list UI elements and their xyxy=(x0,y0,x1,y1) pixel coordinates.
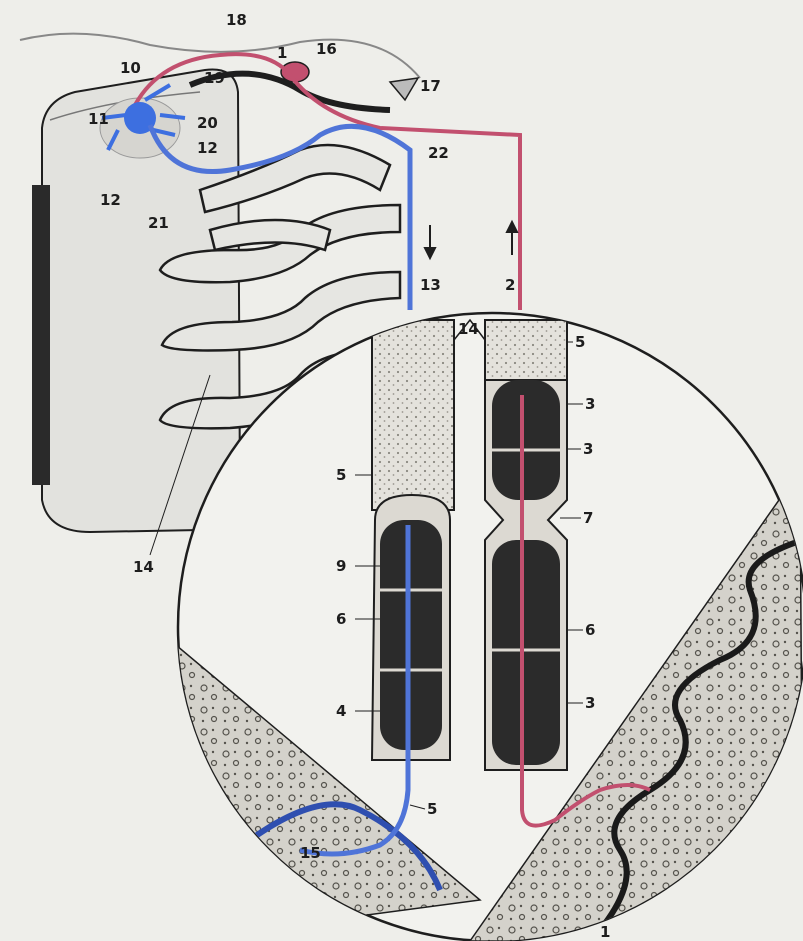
label-12-left: 12 xyxy=(100,191,121,209)
label-13: 13 xyxy=(420,276,441,294)
muscle-fiber-left xyxy=(372,320,454,760)
label-3-right-top: 3 xyxy=(585,395,595,413)
label-19: 19 xyxy=(204,69,225,87)
label-1-top: 1 xyxy=(277,44,287,62)
label-3-right-low: 3 xyxy=(585,694,595,712)
label-7: 7 xyxy=(583,509,593,527)
label-6-left: 6 xyxy=(336,610,346,628)
label-14-bottom: 14 xyxy=(133,558,154,576)
label-11: 11 xyxy=(88,110,109,128)
label-14-top: 14 xyxy=(458,320,479,338)
label-3-right-mid: 3 xyxy=(583,440,593,458)
label-6-right: 6 xyxy=(585,621,595,639)
label-16: 16 xyxy=(316,40,337,58)
label-9: 9 xyxy=(336,557,346,575)
label-4: 4 xyxy=(336,702,346,720)
label-18: 18 xyxy=(226,11,247,29)
label-17: 17 xyxy=(420,77,441,95)
label-12-right: 12 xyxy=(197,139,218,157)
label-5-bottom: 5 xyxy=(427,800,437,818)
label-5-left: 5 xyxy=(336,466,346,484)
label-15: 15 xyxy=(300,844,321,862)
label-21: 21 xyxy=(148,214,169,232)
label-5-top-right: 5 xyxy=(575,333,585,351)
direction-arrows xyxy=(425,222,517,258)
label-2: 2 xyxy=(505,276,515,294)
label-10: 10 xyxy=(120,59,141,77)
label-20: 20 xyxy=(197,114,218,132)
label-22: 22 xyxy=(428,144,449,162)
label-1-bottom: 1 xyxy=(600,923,610,941)
